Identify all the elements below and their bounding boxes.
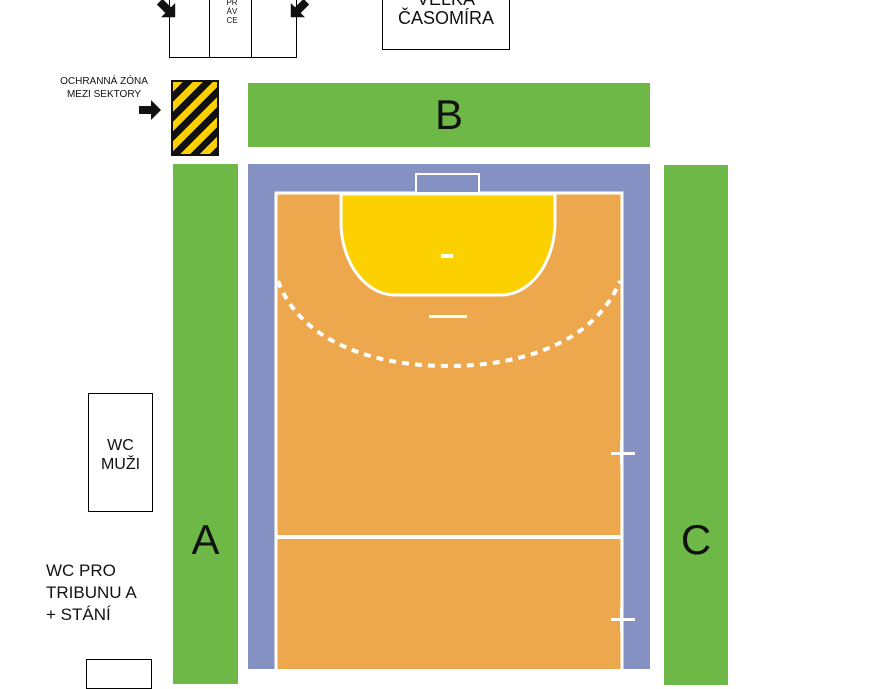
wc-tribune-line2: TRIBUNU A xyxy=(46,583,137,602)
wc-tribune-line1: WC PRO xyxy=(46,561,116,580)
wc-men-box xyxy=(88,393,153,512)
goal xyxy=(415,173,480,194)
handball-court xyxy=(248,164,650,669)
arrow-icon-protection-zone xyxy=(139,100,161,120)
substitution-mark-upper-tick xyxy=(620,441,623,465)
protection-zone-hazard xyxy=(171,80,219,156)
seven-meter-line xyxy=(429,315,467,318)
center-line xyxy=(276,535,622,539)
bottom-wc-box xyxy=(86,659,152,689)
arrow-icon-left xyxy=(156,0,176,18)
top-building-vertical-label: PRÁVCE xyxy=(226,0,238,25)
sector-b[interactable]: B xyxy=(248,83,650,147)
scoreboard-line2: ČASOMÍRA xyxy=(397,8,494,28)
arrow-icon-right xyxy=(290,0,310,18)
sector-b-label: B xyxy=(434,91,463,138)
top-building-divider-left xyxy=(209,0,210,58)
sector-a[interactable]: A xyxy=(173,164,238,684)
sector-c-label: C xyxy=(680,516,712,563)
scoreboard-box xyxy=(382,0,510,50)
wc-tribune-line3: + STÁNÍ xyxy=(46,605,111,624)
goal-area xyxy=(339,192,557,297)
sector-c[interactable]: C xyxy=(664,165,728,685)
substitution-mark-lower-tick xyxy=(620,607,623,631)
wc-men-line1: WC xyxy=(107,437,134,454)
arrows-layer xyxy=(139,0,310,120)
protection-zone-line2: MEZI SEKTORY xyxy=(66,89,142,100)
top-building-divider-right xyxy=(251,0,252,58)
goal-area-mark xyxy=(441,254,453,258)
sector-a-label: A xyxy=(191,516,220,563)
scoreboard-line1: VELKÁ xyxy=(382,0,510,10)
top-building xyxy=(169,0,297,58)
wc-men-line2: MUŽI xyxy=(100,456,141,473)
free-throw-line xyxy=(276,280,622,369)
protection-zone-line1: OCHRANNÁ ZÓNA xyxy=(60,76,148,87)
